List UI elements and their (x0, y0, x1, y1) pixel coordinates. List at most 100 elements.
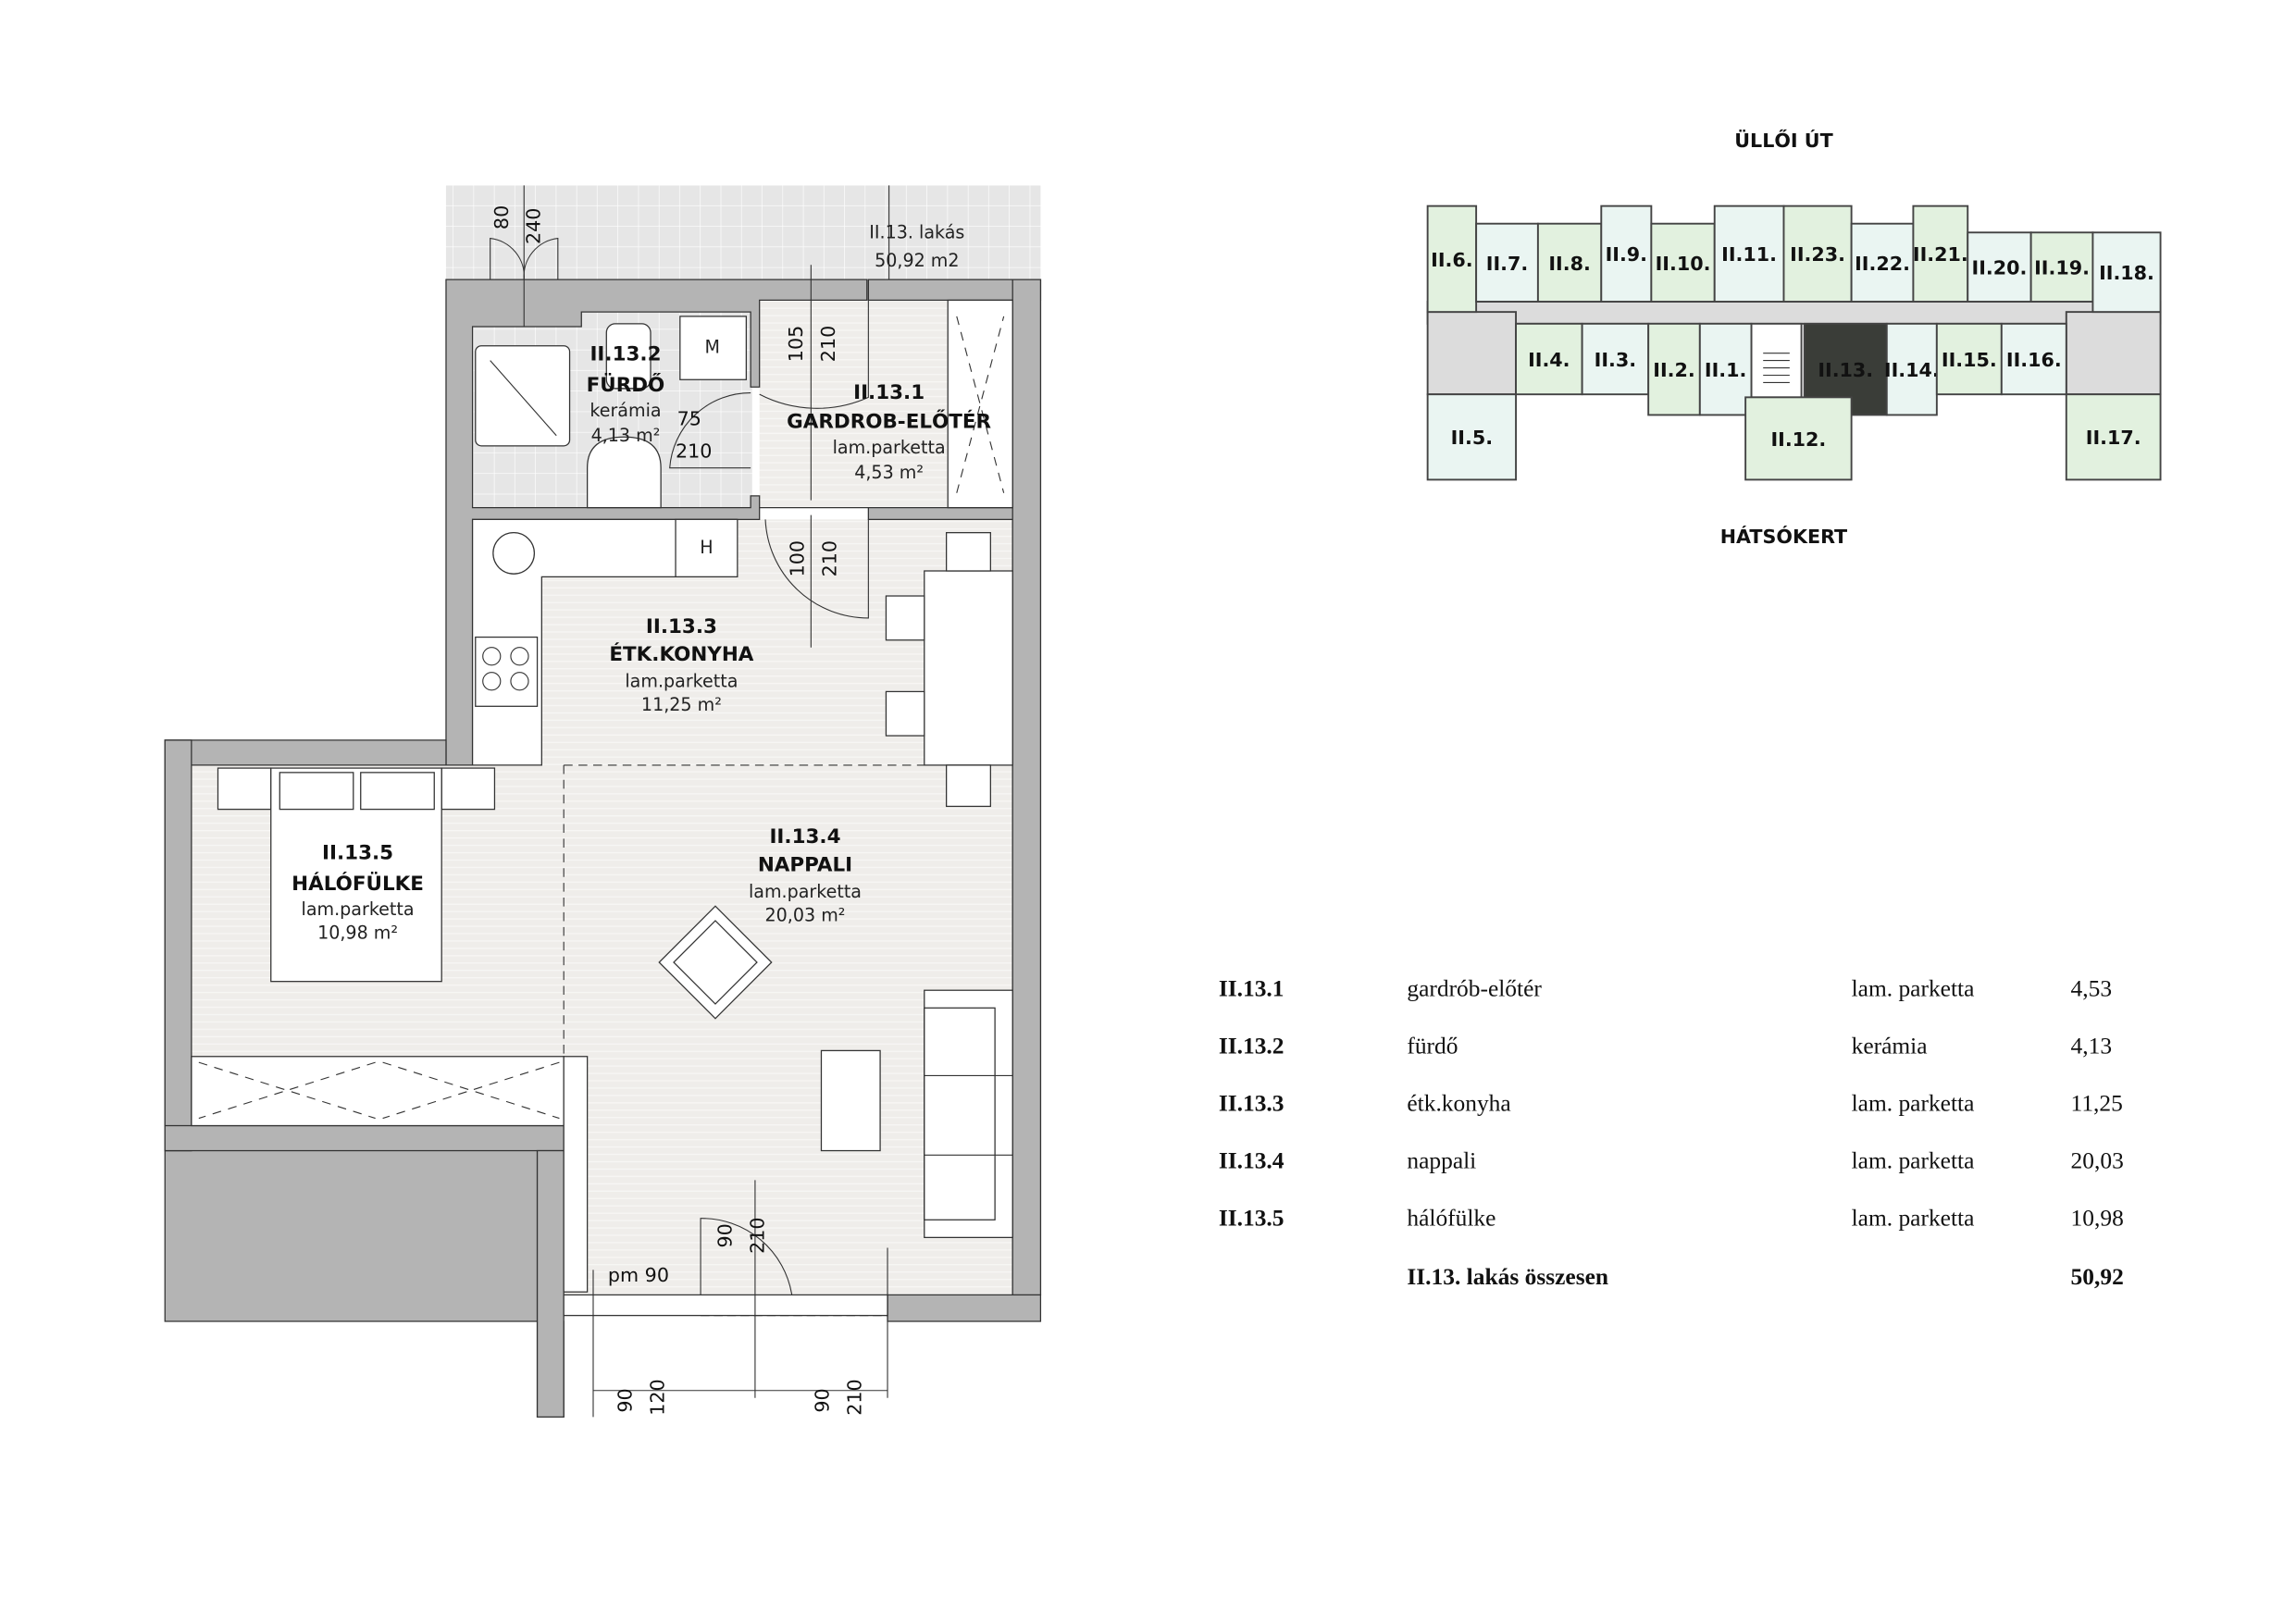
keyplan-bottom-row: II.5.II.12.II.17. (1426, 393, 2162, 481)
toilet (605, 323, 652, 390)
keyplan-unit: II.17. (2065, 393, 2162, 481)
svg-text:nappali: nappali (1407, 1147, 1476, 1174)
keyplan-unit: II.3. (1581, 322, 1650, 396)
dining-table (924, 570, 1013, 766)
keyplan-unit-label: II.9. (1606, 243, 1647, 266)
cooktop (475, 636, 539, 707)
keyplan-unit: II.18. (2091, 231, 2162, 314)
kitchen-door (764, 519, 869, 619)
terrace-door (700, 1218, 793, 1295)
keyplan-unit: II.11. (1713, 204, 1785, 303)
chair (946, 764, 991, 808)
svg-text:kerámia: kerámia (1852, 1033, 1928, 1059)
wall-bedroom-left (164, 739, 192, 1152)
table-row: II.13.4 nappali lam. parketta 20,03 (1219, 1147, 2124, 1174)
svg-text:gardrób-előtér: gardrób-előtér (1407, 975, 1542, 1002)
dimension-labels: 80 240 105 210 75 210 100 210 90 210 pm … (490, 205, 866, 1416)
svg-text:lam.parketta: lam.parketta (833, 438, 946, 458)
bedside-table (441, 767, 496, 811)
sofa (924, 989, 1013, 1239)
coffee-table (820, 1049, 881, 1152)
room-label-living: II.13.4 NAPPALI lam.parketta 20,03 m² (749, 825, 862, 925)
keyplan-unit-label: II.14. (1884, 359, 1940, 381)
keyplan-unit-label: II.13. (1818, 359, 1873, 381)
keyplan-unit-label: II.2. (1653, 359, 1694, 381)
key-plan: ÜLLŐI ÚT HÁTSÓKERT II.6.II.7.II.8.II.9.I… (1426, 129, 2162, 548)
keyplan-unit: II.7. (1475, 222, 1539, 303)
svg-text:GARDROB-ELŐTÉR: GARDROB-ELŐTÉR (787, 410, 991, 434)
keyplan-unit-label: II.10. (1656, 253, 1711, 275)
keyplan-unit: II.8. (1536, 222, 1603, 303)
keyplan-unit: II.12. (1744, 396, 1853, 481)
keyplan-unit-label: II.19. (2034, 257, 2090, 279)
keyplan-unit-label: II.6. (1431, 249, 1472, 271)
keyplan-unit: II.4. (1515, 322, 1583, 396)
svg-text:210: 210 (676, 440, 712, 463)
keyplan-unit-label: II.3. (1595, 349, 1636, 371)
keyplan-unit-label: II.18. (2099, 262, 2154, 284)
keyplan-unit-label: II.12. (1770, 428, 1826, 451)
svg-text:90: 90 (714, 1223, 736, 1247)
shower-tray (475, 345, 571, 447)
wall-living-bottom (887, 1294, 1042, 1322)
svg-text:4,53: 4,53 (2071, 975, 2113, 1002)
svg-text:II.13. lakás összesen: II.13. lakás összesen (1407, 1263, 1608, 1290)
room-label-bedroom: II.13.5 HÁLÓFÜLKE lam.parketta 10,98 m² (292, 842, 424, 944)
keyplan-unit: II.20. (1967, 231, 2032, 303)
keyplan-unit: II.23. (1782, 204, 1853, 303)
svg-text:hálófülke: hálófülke (1407, 1205, 1496, 1232)
table-row: II.13.2 fürdő kerámia 4,13 (1219, 1033, 2112, 1059)
keyplan-unit-label: II.7. (1486, 253, 1528, 275)
keyplan-unit-label: II.4. (1528, 349, 1570, 371)
keyplan-unit: II.16. (2000, 322, 2067, 396)
svg-text:II.13.5: II.13.5 (1219, 1205, 1285, 1232)
svg-text:210: 210 (746, 1217, 768, 1253)
keyplan-top-row: II.6. II.7. II.8.II.9. II.10.II.11.II.23. II… (1426, 204, 2162, 314)
wall-stub (536, 1149, 565, 1419)
keyplan-unit: II.14. (1884, 322, 1940, 416)
svg-text:50,92: 50,92 (2071, 1263, 2124, 1290)
keyplan-unit: II.10. (1650, 222, 1716, 303)
keyplan-unit: II.15. (1935, 322, 2003, 396)
keyplan-unit: II.1. (1698, 322, 1753, 416)
svg-text:FÜRDŐ: FÜRDŐ (587, 373, 665, 397)
fridge (675, 518, 738, 577)
svg-text:II.13.5: II.13.5 (322, 842, 393, 865)
room-schedule-table: II.13.1 gardrób-előtér lam. parketta 4,5… (1219, 975, 2124, 1291)
svg-text:kerámia: kerámia (590, 401, 661, 421)
chair (885, 595, 925, 641)
svg-text:fürdő: fürdő (1407, 1033, 1458, 1059)
svg-text:10,98 m²: 10,98 m² (317, 923, 398, 944)
dimension-lines (523, 185, 890, 1418)
table-row: II.13.1 gardrób-előtér lam. parketta 4,5… (1219, 975, 2112, 1002)
svg-text:210: 210 (818, 540, 840, 576)
svg-text:lam. parketta: lam. parketta (1852, 1205, 1975, 1232)
svg-text:lam.parketta: lam.parketta (749, 882, 862, 902)
svg-text:lam. parketta: lam. parketta (1852, 1147, 1975, 1174)
svg-text:11,25 m²: 11,25 m² (641, 695, 722, 715)
svg-text:90: 90 (811, 1388, 833, 1412)
svg-text:lam. parketta: lam. parketta (1852, 1090, 1975, 1117)
keyplan-middle-row: II.4. II.3. II.2.II.1. II.13. II.14.II.15.II… (1515, 322, 2067, 416)
svg-text:10,98: 10,98 (2071, 1205, 2124, 1232)
svg-text:pm 90: pm 90 (608, 1264, 669, 1286)
svg-text:ÉTK.KONYHA: ÉTK.KONYHA (609, 642, 753, 666)
washer-label: M (705, 338, 720, 358)
exterior-balcony-area (445, 185, 1041, 280)
svg-text:20,03: 20,03 (2071, 1147, 2124, 1174)
closet (191, 1056, 589, 1293)
svg-text:lam.parketta: lam.parketta (625, 672, 738, 692)
svg-text:20,03 m²: 20,03 m² (765, 905, 846, 925)
svg-text:lam.parketta: lam.parketta (302, 899, 415, 920)
svg-text:105: 105 (785, 326, 807, 362)
entry-door (759, 279, 869, 409)
sink-icon (492, 532, 536, 575)
keyplan-unit-label: II.16. (2006, 349, 2062, 371)
svg-text:75: 75 (677, 408, 701, 430)
garden-label: HÁTSÓKERT (1720, 525, 1847, 548)
svg-text:80: 80 (490, 205, 513, 229)
svg-text:120: 120 (646, 1379, 668, 1415)
common-area (2065, 311, 2162, 396)
common-area (1426, 311, 1518, 396)
